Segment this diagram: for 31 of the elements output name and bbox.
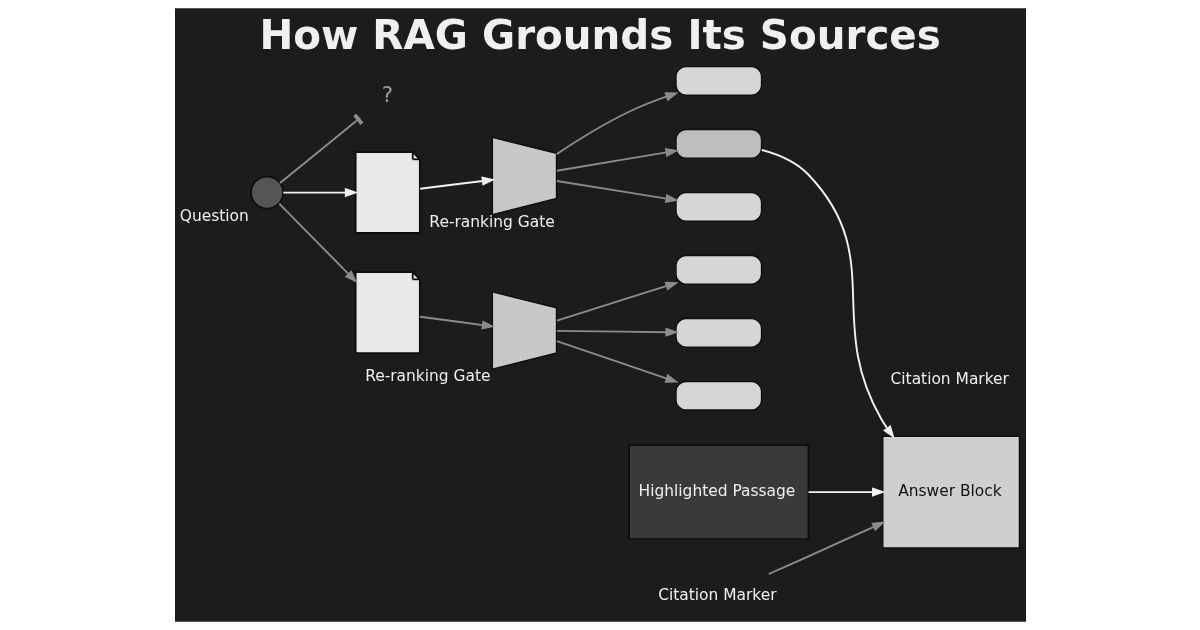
arrow bbox=[555, 340, 679, 383]
label: Citation Marker bbox=[890, 370, 1009, 389]
node-box bbox=[491, 136, 557, 216]
arrow bbox=[807, 487, 885, 497]
arrow bbox=[555, 327, 679, 337]
arrow bbox=[760, 149, 895, 439]
node-text: ? bbox=[381, 81, 393, 107]
node-label: Question bbox=[179, 206, 249, 225]
node-label: Re-ranking Gate bbox=[428, 212, 555, 231]
arrow bbox=[418, 176, 495, 190]
node-box bbox=[674, 191, 762, 222]
arrow bbox=[418, 315, 495, 330]
node-box bbox=[674, 254, 762, 285]
node-text: Citation Marker bbox=[657, 585, 777, 604]
arrow bbox=[281, 187, 358, 198]
arrow bbox=[767, 521, 885, 575]
arrow bbox=[555, 147, 679, 172]
node-circle bbox=[249, 175, 284, 210]
node-box bbox=[674, 317, 762, 348]
arrow bbox=[555, 92, 679, 156]
diagram-title: How RAG Grounds Its Sources bbox=[258, 11, 941, 59]
arrow bbox=[277, 202, 357, 284]
arrow bbox=[555, 281, 679, 322]
node-box bbox=[491, 290, 557, 370]
node-box bbox=[674, 128, 762, 159]
node-box bbox=[674, 65, 762, 96]
node-box: Highlighted Passage bbox=[627, 444, 809, 540]
arrow bbox=[555, 180, 679, 204]
node-box bbox=[674, 380, 762, 411]
node-box: Answer Block bbox=[881, 435, 1020, 549]
node-label: Re-ranking Gate bbox=[364, 367, 491, 386]
